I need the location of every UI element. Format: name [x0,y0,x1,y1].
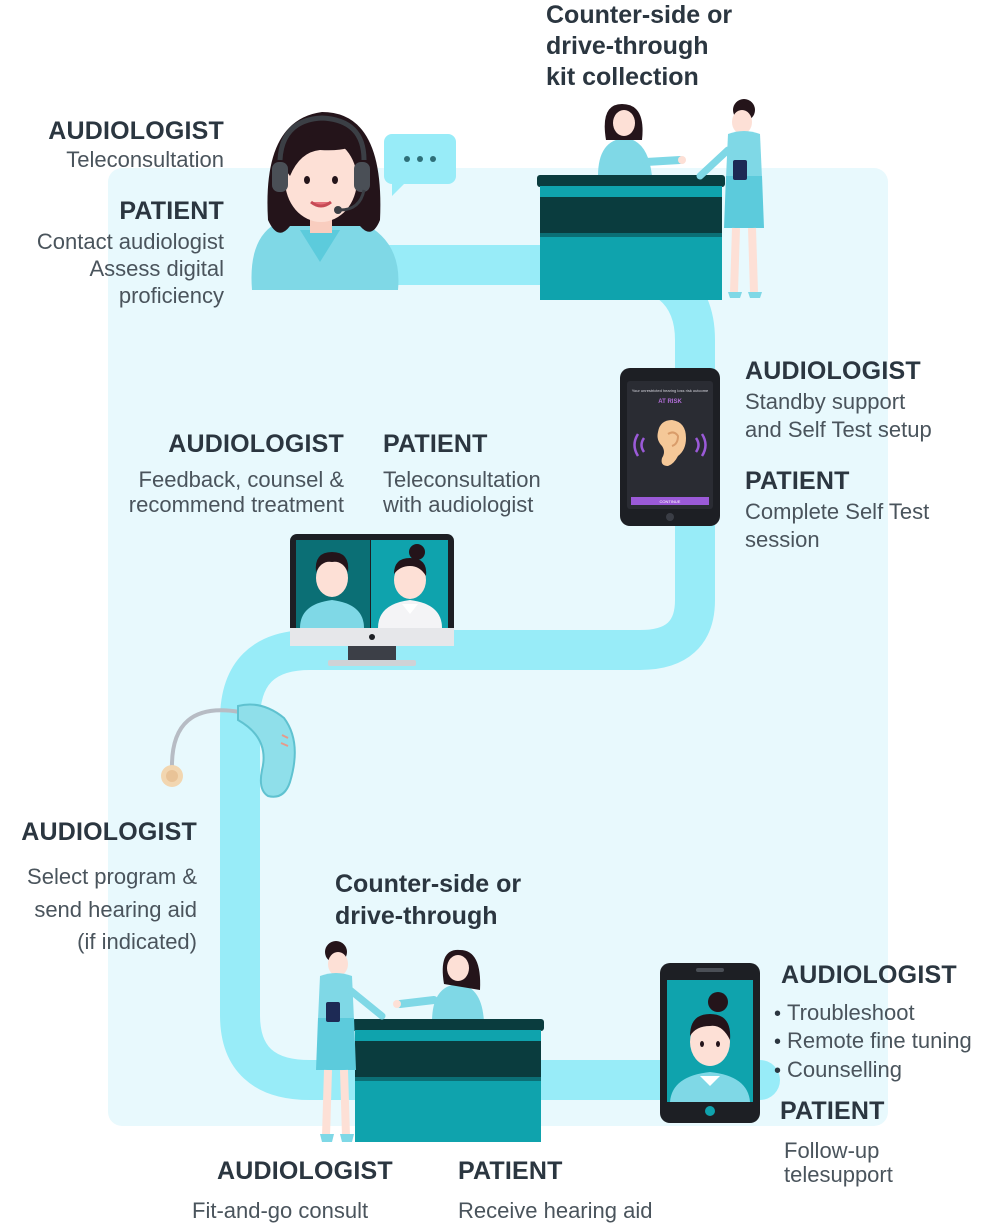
results-audiologist-line-2: recommend treatment [128,492,344,517]
hearing-aid-illustration [161,703,296,798]
counter-fitting-illustration [316,941,544,1142]
video-call-monitor [290,534,454,666]
fitting-patient-text: Receive hearing aid [458,1198,653,1223]
self-test-patient-line-1: Complete Self Test [745,499,930,524]
followup-audiologist-title: AUDIOLOGIST [781,961,957,989]
self-test-audiologist-line-1: Standby support [745,389,906,414]
teleconsult-patient-title: PATIENT [119,197,224,225]
fitting-patient-title: PATIENT [458,1157,563,1185]
self-test-phone: Your unrestricted hearing loss risk outc… [620,368,720,526]
program-audiologist-line-2: send hearing aid [34,897,197,922]
program-audiologist-title: AUDIOLOGIST [21,818,197,846]
phone-status-text: AT RISK [658,399,682,405]
followup-patient-line-2: telesupport [784,1162,893,1187]
fitting-heading-line-1: Counter-side or [335,870,522,898]
fitting-heading-line-2: drive-through [335,902,498,930]
followup-item-troubleshoot: Troubleshoot [774,999,972,1027]
followup-patient-line-1: Follow-up [784,1138,880,1163]
phone-button-text: CONTINUE [660,499,681,504]
results-patient-line-1: Teleconsultation [383,467,541,492]
results-audiologist-title: AUDIOLOGIST [168,430,344,458]
kit-collection-heading-line-2: drive-through [546,32,709,60]
self-test-audiologist-line-2: and Self Test setup [745,417,932,442]
teleconsult-audiologist-title: AUDIOLOGIST [48,117,224,145]
followup-audiologist-list: Troubleshoot Remote fine tuning Counsell… [774,999,972,1084]
followup-item-remote-tuning: Remote fine tuning [774,1027,972,1055]
results-patient-title: PATIENT [383,430,488,458]
kit-collection-heading-line-1: Counter-side or [546,1,733,29]
teleconsult-audiologist-text: Teleconsultation [66,147,224,172]
teleconsult-patient-line-3: proficiency [118,283,224,308]
fitting-audiologist-text: Fit-and-go consult [192,1198,369,1223]
phone-header-text: Your unrestricted hearing loss risk outc… [632,388,709,393]
program-audiologist-line-3: (if indicated) [77,929,197,954]
followup-phone [660,963,760,1123]
followup-patient-title: PATIENT [780,1097,885,1125]
teleconsult-patient-line-1: Contact audiologist [36,229,224,254]
program-audiologist-line-1: Select program & [27,864,197,889]
followup-item-counselling: Counselling [774,1056,972,1084]
results-patient-line-2: with audiologist [383,492,534,517]
kit-collection-heading-line-3: kit collection [546,63,699,91]
audiologist-headset-illustration [251,112,399,290]
teleconsult-patient-line-2: Assess digital [89,256,224,281]
self-test-audiologist-title: AUDIOLOGIST [745,357,921,385]
self-test-patient-title: PATIENT [745,467,850,495]
fitting-audiologist-title: AUDIOLOGIST [217,1157,393,1185]
self-test-patient-line-2: session [745,527,820,552]
counter-collection-illustration [537,99,764,300]
results-audiologist-line-1: Feedback, counsel & [138,467,344,492]
chat-bubble-icon [384,134,456,196]
